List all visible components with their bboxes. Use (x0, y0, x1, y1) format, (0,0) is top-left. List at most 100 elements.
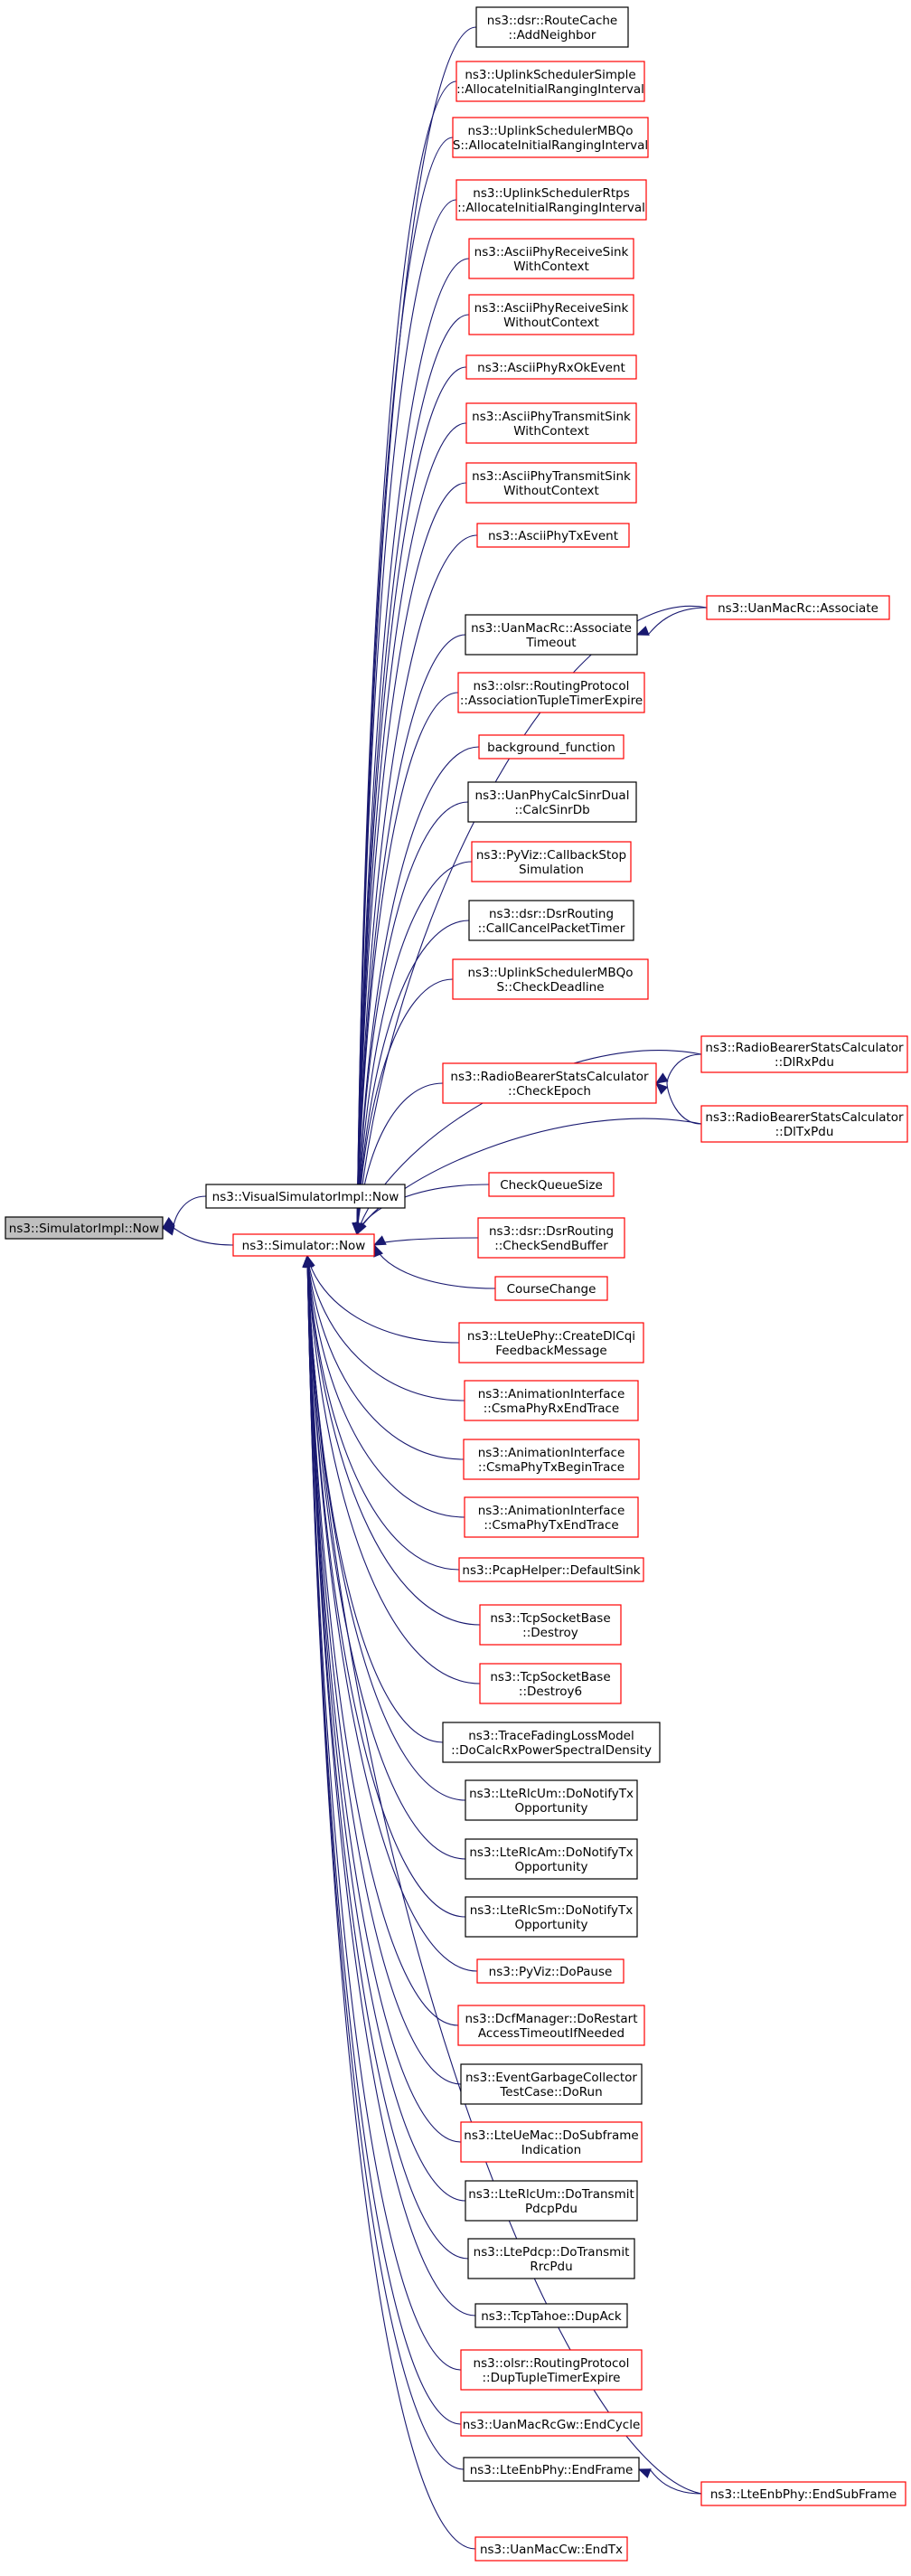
node-box (700, 1105, 908, 1143)
node-egc_dorun[interactable]: ns3::EventGarbageCollectorTestCase::DoRu… (460, 2063, 643, 2105)
node-label: ns3::AsciiPhyTxEvent (488, 529, 618, 543)
node-label: Opportunity (514, 1801, 587, 1816)
node-box (467, 2238, 635, 2279)
node-dsr_cancel[interactable]: ns3::dsr::DsrRouting::CallCancelPacketTi… (468, 900, 634, 941)
node-checkqueue[interactable]: CheckQueueSize (488, 1172, 615, 1197)
node-label: ns3::LteRlcAm::DoNotifyTx (469, 1845, 633, 1860)
node-box (475, 6, 629, 48)
edge-rb_checkepoch-to-simnow (356, 1082, 444, 1235)
node-rb_dlrx[interactable]: ns3::RadioBearerStatsCalculator::DlRxPdu (700, 1035, 908, 1073)
node-sim_now[interactable]: ns3::Simulator::Now (232, 1233, 375, 1257)
node-tcp_destroy6[interactable]: ns3::TcpSocketBase::Destroy6 (479, 1663, 622, 1704)
node-dcf_restart[interactable]: ns3::DcfManager::DoRestartAccessTimeoutI… (457, 2005, 645, 2046)
node-pcap_sink[interactable]: ns3::PcapHelper::DefaultSink (458, 1557, 644, 1582)
node-olsr_assoc[interactable]: ns3::olsr::RoutingProtocol::AssociationT… (457, 672, 645, 713)
node-anim_rxend[interactable]: ns3::AnimationInterface::CsmaPhyRxEndTra… (464, 1380, 639, 1421)
node-coursechange[interactable]: CourseChange (494, 1276, 608, 1301)
node-label: ns3::AsciiPhyRxOkEvent (477, 361, 625, 375)
node-uanrcgw_endcycle[interactable]: ns3::UanMacRcGw::EndCycle (460, 2411, 643, 2437)
node-box (460, 2063, 643, 2105)
node-box (463, 2457, 640, 2482)
node-ul_simple[interactable]: ns3::UplinkSchedulerSimple::AllocateInit… (456, 61, 645, 102)
node-background_fn[interactable]: background_function (478, 734, 625, 760)
node-label: ns3::AsciiPhyTransmitSink (472, 410, 631, 424)
node-label: WithContext (513, 259, 589, 274)
node-trace_fading[interactable]: ns3::TraceFadingLossModel::DoCalcRxPower… (442, 1722, 661, 1763)
edge-anim_txend-to-simnow (306, 1255, 465, 1518)
node-label: ::AllocateInitialRangingInterval (457, 201, 645, 215)
node-pyviz_pause[interactable]: ns3::PyViz::DoPause (476, 1958, 625, 1984)
node-box (456, 179, 647, 221)
node-label: ns3::PyViz::DoPause (489, 1965, 613, 1979)
node-box (460, 2411, 643, 2437)
node-label: CourseChange (507, 1282, 596, 1297)
node-label: ns3::AsciiPhyReceiveSink (474, 245, 629, 259)
node-box (465, 462, 637, 504)
node-label: ::CallCancelPacketTimer (478, 921, 625, 936)
node-visual_now[interactable]: ns3::VisualSimulatorImpl::Now (205, 1184, 406, 1209)
node-box (464, 1380, 639, 1421)
node-label: ::CsmaPhyTxEndTrace (484, 1518, 618, 1533)
node-label: ns3::LteRlcSm::DoNotifyTx (470, 1903, 634, 1918)
node-tahoe_dupack[interactable]: ns3::TcpTahoe::DupAck (474, 2303, 628, 2328)
node-label: ::DlTxPdu (775, 1125, 834, 1139)
node-ascii_txevent[interactable]: ns3::AsciiPhyTxEvent (476, 523, 630, 548)
node-label: S::CheckDeadline (496, 980, 604, 995)
node-tcp_destroy[interactable]: ns3::TcpSocketBase::Destroy (479, 1604, 622, 1646)
node-uanphy_calc[interactable]: ns3::UanPhyCalcSinrDual::CalcSinrDb (467, 781, 637, 823)
node-addneighbor[interactable]: ns3::dsr::RouteCache::AddNeighbor (475, 6, 629, 48)
node-label: Opportunity (514, 1918, 587, 1932)
node-label: ns3::AnimationInterface (478, 1504, 625, 1518)
node-box (465, 2180, 638, 2222)
node-olsr_dup[interactable]: ns3::olsr::RoutingProtocol::DupTupleTime… (460, 2349, 643, 2391)
node-label: WithoutContext (503, 484, 599, 498)
node-label: AccessTimeoutIfNeeded (478, 2026, 625, 2041)
node-box (465, 354, 637, 380)
node-label: ns3::UplinkSchedulerSimple (465, 68, 635, 82)
node-uanrc_assoc[interactable]: ns3::UanMacRc::Associate (706, 595, 890, 620)
node-enbphy_endframe[interactable]: ns3::LteEnbPhy::EndFrame (463, 2457, 640, 2482)
node-label: background_function (487, 741, 615, 755)
node-label: ::AssociationTupleTimerExpire (460, 694, 643, 708)
edge-anim_rxend-to-simnow (306, 1255, 465, 1401)
node-box (479, 1604, 622, 1646)
node-label: ns3::dsr::DsrRouting (489, 907, 614, 921)
edge-dltx-to-checkepoch-arrowhead (655, 1082, 669, 1095)
node-ul_rtps[interactable]: ns3::UplinkSchedulerRtps::AllocateInitia… (456, 179, 647, 221)
edge-dsr_sendbuf-to-simnow (373, 1237, 479, 1246)
node-dsr_sendbuf[interactable]: ns3::dsr::DsrRouting::CheckSendBuffer (477, 1217, 625, 1259)
node-box (463, 1439, 640, 1480)
node-label: ::Destroy (522, 1626, 578, 1640)
node-label: ::CsmaPhyRxEndTrace (484, 1401, 620, 1416)
node-enbphy_endsub[interactable]: ns3::LteEnbPhy::EndSubFrame (700, 2481, 906, 2506)
node-uancw_endtx[interactable]: ns3::UanMacCw::EndTx (474, 2536, 628, 2562)
node-lteue_cqi[interactable]: ns3::LteUePhy::CreateDlCqiFeedbackMessag… (458, 1322, 644, 1363)
node-box (460, 2121, 643, 2163)
node-ul_mbqos[interactable]: ns3::UplinkSchedulerMBQoS::AllocateIniti… (452, 117, 649, 158)
node-label: TestCase::DoRun (499, 2085, 602, 2099)
node-anim_txend[interactable]: ns3::AnimationInterface::CsmaPhyTxEndTra… (464, 1496, 639, 1538)
node-label: ns3::AnimationInterface (478, 1446, 625, 1460)
node-simimpl_now[interactable]: ns3::SimulatorImpl::Now (5, 1216, 164, 1240)
node-rb_dltx[interactable]: ns3::RadioBearerStatsCalculator::DlTxPdu (700, 1105, 908, 1143)
node-box (467, 781, 637, 823)
node-anim_txbegin[interactable]: ns3::AnimationInterface::CsmaPhyTxBeginT… (463, 1439, 640, 1480)
node-box (452, 117, 649, 158)
node-rb_checkepoch[interactable]: ns3::RadioBearerStatsCalculator::CheckEp… (442, 1062, 657, 1104)
node-ascii_rxok[interactable]: ns3::AsciiPhyRxOkEvent (465, 354, 637, 380)
node-label: WithoutContext (503, 316, 599, 330)
